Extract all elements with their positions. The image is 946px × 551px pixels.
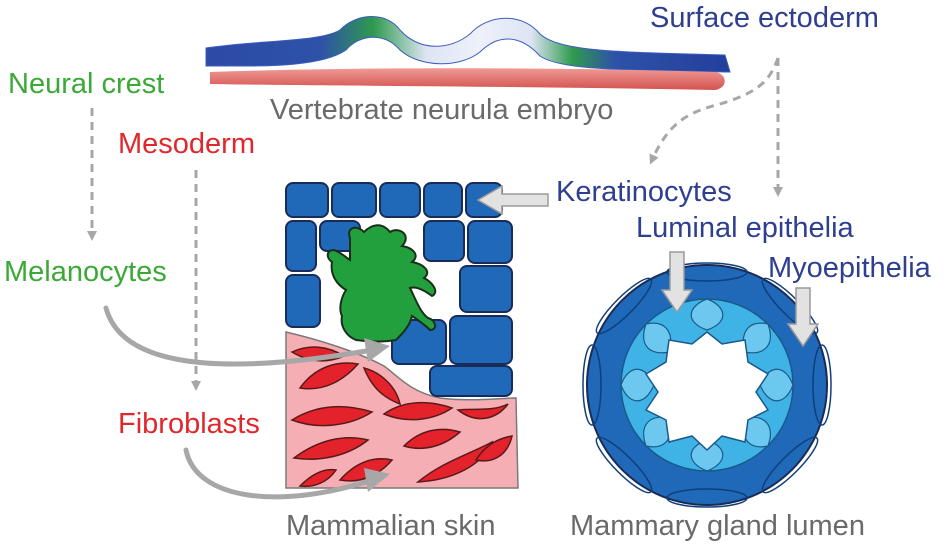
mammalian-skin bbox=[286, 183, 518, 488]
mammary-gland bbox=[583, 263, 831, 507]
myoepithelia-label: Myoepithelia bbox=[768, 254, 931, 283]
keratinocytes-label: Keratinocytes bbox=[556, 178, 732, 207]
mammary-caption: Mammary gland lumen bbox=[570, 512, 865, 541]
surface-ectoderm-label: Surface ectoderm bbox=[650, 4, 879, 33]
skin-caption: Mammalian skin bbox=[286, 512, 496, 541]
melanocytes-label: Melanocytes bbox=[4, 258, 167, 287]
fibroblasts-label: Fibroblasts bbox=[118, 410, 260, 439]
melanocyte-to-skin-arrow bbox=[106, 308, 372, 364]
embryo-caption: Vertebrate neurula embryo bbox=[270, 96, 613, 125]
luminal-epithelia-label: Luminal epithelia bbox=[636, 214, 854, 243]
mesoderm-label: Mesoderm bbox=[118, 130, 255, 159]
mesoderm-layer bbox=[210, 68, 725, 90]
neural-crest-label: Neural crest bbox=[8, 70, 164, 99]
